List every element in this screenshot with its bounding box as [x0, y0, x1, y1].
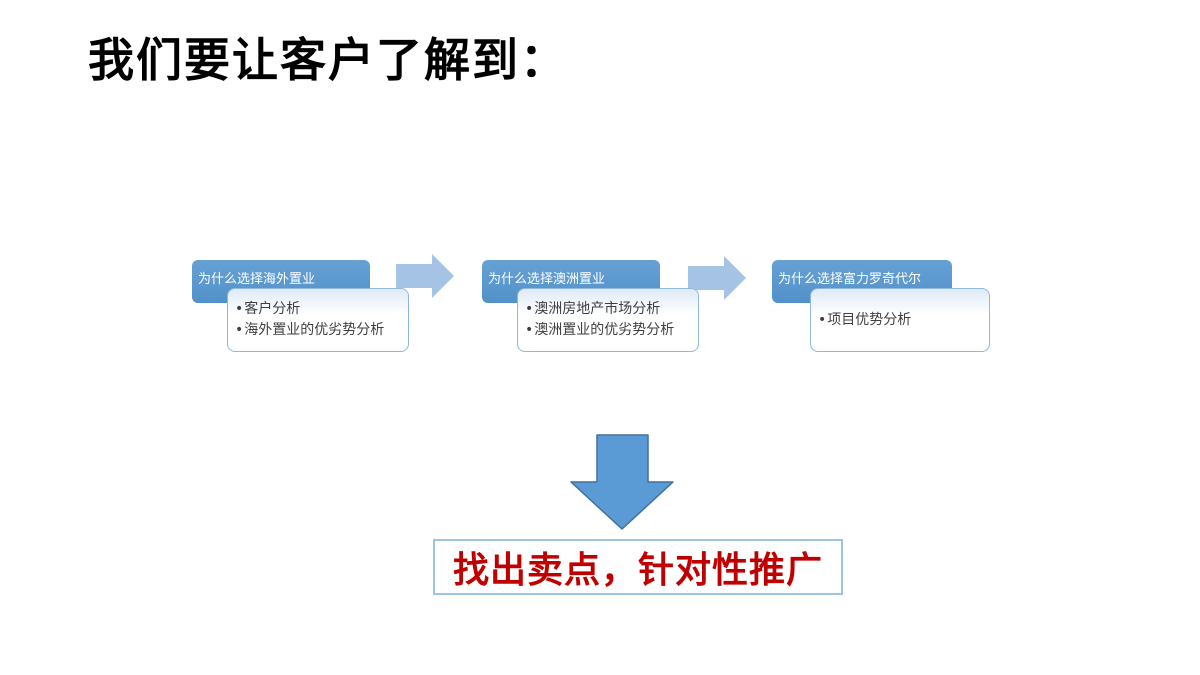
right-arrow-icon [688, 256, 746, 300]
bullet-marker: • [525, 322, 534, 338]
bullet-marker: • [525, 301, 534, 317]
flow-step-3-body: •项目优势分析 [810, 288, 990, 352]
flow-step-2-body: •澳洲房地产市场分析 •澳洲置业的优劣势分析 [517, 288, 699, 352]
bullet-text: 项目优势分析 [827, 311, 912, 328]
bullet-marker: • [235, 301, 244, 317]
down-arrow-icon [570, 434, 674, 530]
bullet-item: •客户分析 [235, 299, 408, 320]
slide-title: 我们要让客户了解到： [88, 33, 568, 87]
bullet-text: 海外置业的优劣势分析 [244, 322, 385, 338]
bullet-marker: • [235, 322, 244, 338]
bullet-item: •海外置业的优劣势分析 [235, 320, 408, 341]
bullet-text: 澳洲房地产市场分析 [534, 301, 661, 317]
bullet-text: 澳洲置业的优劣势分析 [534, 322, 675, 338]
conclusion-box: 找出卖点，针对性推广 [433, 539, 843, 595]
bullet-item: •澳洲置业的优劣势分析 [525, 320, 698, 341]
bullet-item: •项目优势分析 [818, 310, 989, 331]
conclusion-text: 找出卖点，针对性推广 [452, 549, 823, 591]
flow-step-1-body: •客户分析 •海外置业的优劣势分析 [227, 288, 409, 352]
bullet-marker: • [818, 311, 827, 328]
bullet-text: 客户分析 [244, 301, 301, 317]
bullet-item: •澳洲房地产市场分析 [525, 299, 698, 320]
right-arrow-icon [396, 254, 454, 298]
